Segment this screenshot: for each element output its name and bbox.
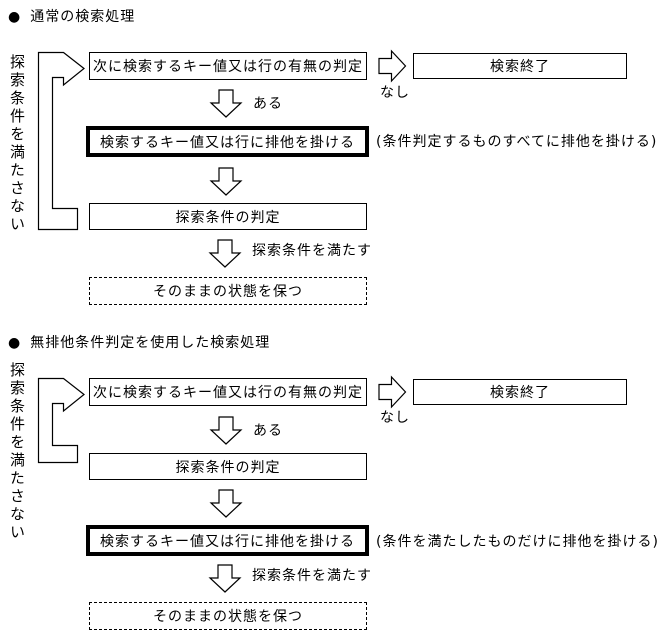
loop-back-arrow-1 <box>37 51 85 231</box>
lock-note: (条件を満たしたものだけに排他を掛ける) <box>376 534 659 550</box>
loop-back-arrow-2 <box>37 377 85 464</box>
flow-box-check-next-key-text: 次に検索するキー値又は行の有無の判定 <box>93 385 363 401</box>
down-arrow-exists-2 <box>209 416 243 445</box>
loop-condition-label: 探索条件を満たさない <box>8 54 26 234</box>
branch-label-satisfy: 探索条件を満たす <box>252 568 372 584</box>
flow-box-keep-state: そのままの状態を保つ <box>89 277 367 305</box>
down-arrow-exists-1 <box>209 89 243 118</box>
flow-box-search-end: 検索終了 <box>413 53 627 79</box>
section-title: ● 無排他条件判定を使用した検索処理 <box>8 334 270 352</box>
flow-box-search-end-text: 検索終了 <box>490 385 550 401</box>
flow-box-judge-condition: 探索条件の判定 <box>89 203 367 230</box>
flow-box-search-end: 検索終了 <box>413 379 627 405</box>
branch-label-exists: ある <box>253 96 283 112</box>
branch-label-exists: ある <box>253 423 283 439</box>
down-arrow-mid-2 <box>209 489 243 518</box>
branch-label-satisfy: 探索条件を満たす <box>252 243 372 259</box>
flow-box-search-end-text: 検索終了 <box>490 59 550 75</box>
section-title-text: 通常の検索処理 <box>30 9 136 25</box>
branch-label-none: なし <box>380 410 410 426</box>
right-arrow-none-2 <box>378 375 407 409</box>
flow-box-keep-state: そのままの状態を保つ <box>89 602 367 630</box>
lock-note: (条件判定するものすべてに排他を掛ける) <box>376 134 658 150</box>
flow-box-lock: 検索するキー値又は行に排他を掛ける <box>86 525 369 556</box>
down-arrow-satisfy-2 <box>208 564 242 593</box>
flow-box-judge-condition-text: 探索条件の判定 <box>175 459 281 476</box>
flow-box-lock-text: 検索するキー値又は行に排他を掛ける <box>100 134 355 151</box>
section-title-text: 無排他条件判定を使用した検索処理 <box>30 335 271 351</box>
flow-box-lock: 検索するキー値又は行に排他を掛ける <box>86 126 369 157</box>
branch-label-none: なし <box>380 85 410 101</box>
bullet-icon: ● <box>8 9 22 25</box>
flow-box-check-next-key-text: 次に検索するキー値又は行の有無の判定 <box>93 59 363 75</box>
right-arrow-none-1 <box>378 49 407 83</box>
bullet-icon: ● <box>8 335 22 351</box>
flow-box-keep-state-text: そのままの状態を保つ <box>153 284 303 300</box>
flow-box-check-next-key: 次に検索するキー値又は行の有無の判定 <box>89 378 367 406</box>
section-title: ● 通常の検索処理 <box>8 8 135 26</box>
flow-box-check-next-key: 次に検索するキー値又は行の有無の判定 <box>89 52 367 80</box>
down-arrow-mid-1 <box>209 167 243 196</box>
loop-condition-label: 探索条件を満たさない <box>8 362 26 542</box>
flow-box-judge-condition: 探索条件の判定 <box>89 453 367 480</box>
down-arrow-satisfy-1 <box>208 239 242 268</box>
flow-box-lock-text: 検索するキー値又は行に排他を掛ける <box>100 533 355 550</box>
flow-box-judge-condition-text: 探索条件の判定 <box>175 209 281 226</box>
flow-box-keep-state-text: そのままの状態を保つ <box>153 609 303 625</box>
